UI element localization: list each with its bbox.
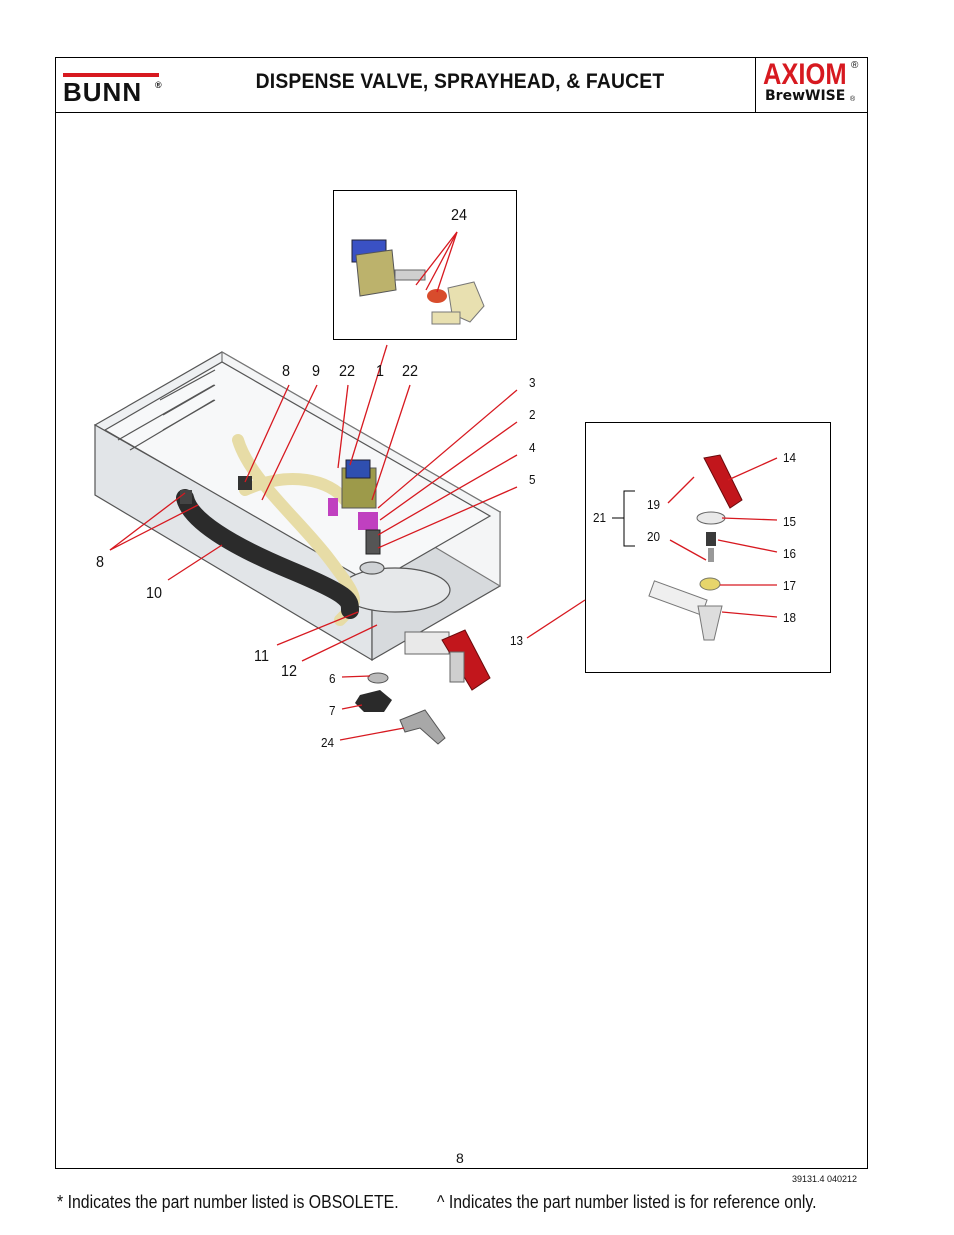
- note-reference: ^ Indicates the part number listed is fo…: [437, 1192, 817, 1212]
- valve-inset-drawing: [351, 239, 485, 325]
- bunn-logo-bar: [63, 73, 159, 77]
- housing-drawing: [93, 350, 502, 662]
- callout-11: 11: [254, 648, 269, 665]
- callout-22-right: 22: [402, 363, 419, 380]
- page-title: DISPENSE VALVE, SPRAYHEAD, & FAUCET: [255, 70, 665, 93]
- bunn-logo-text: BUNN: [63, 77, 143, 107]
- callout-12: 12: [281, 663, 298, 680]
- callout-8-top: 8: [282, 363, 291, 380]
- brewwise-logo-text: BrewWISE: [765, 88, 846, 104]
- callout-17: 17: [783, 578, 797, 593]
- callout-6: 6: [329, 671, 336, 686]
- callout-19: 19: [647, 497, 661, 512]
- callout-1: 1: [376, 363, 385, 380]
- dispense-valve-drawing: [328, 459, 381, 555]
- page-frame: [55, 57, 868, 1169]
- callout-7: 7: [329, 703, 336, 718]
- callout-4: 4: [529, 440, 536, 455]
- faucet-inset-drawing: [648, 454, 743, 641]
- callout-24-inset: 24: [451, 207, 468, 224]
- callout-2: 2: [529, 407, 536, 422]
- bracket-21: [612, 490, 635, 547]
- part-24-tool: [399, 709, 446, 745]
- callout-20: 20: [647, 529, 661, 544]
- note-obsolete: * Indicates the part number listed is OB…: [57, 1192, 399, 1212]
- callout-18: 18: [783, 610, 797, 625]
- part-6-washer: [367, 672, 389, 684]
- document-code: 39131.4 040212: [792, 1174, 858, 1184]
- part-7-sprayhead: [355, 690, 392, 712]
- axiom-logo-text: AXIOM: [763, 58, 847, 91]
- axiom-logo-reg: ®: [851, 60, 859, 71]
- callout-10: 10: [146, 585, 163, 602]
- hose-black: [176, 489, 359, 619]
- hose-tan-upper: [239, 473, 351, 506]
- callout-13: 13: [510, 633, 524, 648]
- callout-3: 3: [529, 375, 536, 390]
- callout-5: 5: [529, 472, 536, 487]
- leader-lines: [109, 231, 778, 741]
- page-number: 8: [456, 1150, 464, 1166]
- callout-16: 16: [783, 546, 797, 561]
- axiom-brewwise-logo: AXIOM ® BrewWISE ®: [755, 57, 868, 112]
- callout-14: 14: [783, 450, 797, 465]
- bunn-logo: BUNN ®: [63, 70, 163, 107]
- callout-21: 21: [593, 510, 607, 525]
- callout-22-left: 22: [339, 363, 356, 380]
- header-divider: [55, 112, 868, 113]
- callout-8-left: 8: [96, 554, 105, 571]
- brewwise-logo-reg: ®: [850, 96, 856, 103]
- hose-clamp-8: [238, 476, 252, 490]
- callout-9: 9: [312, 363, 321, 380]
- bunn-logo-reg: ®: [155, 80, 162, 90]
- callout-15: 15: [783, 514, 797, 529]
- faucet-drawing: [404, 629, 491, 691]
- hose-clamp-8b: [180, 490, 192, 504]
- callout-24: 24: [321, 735, 335, 750]
